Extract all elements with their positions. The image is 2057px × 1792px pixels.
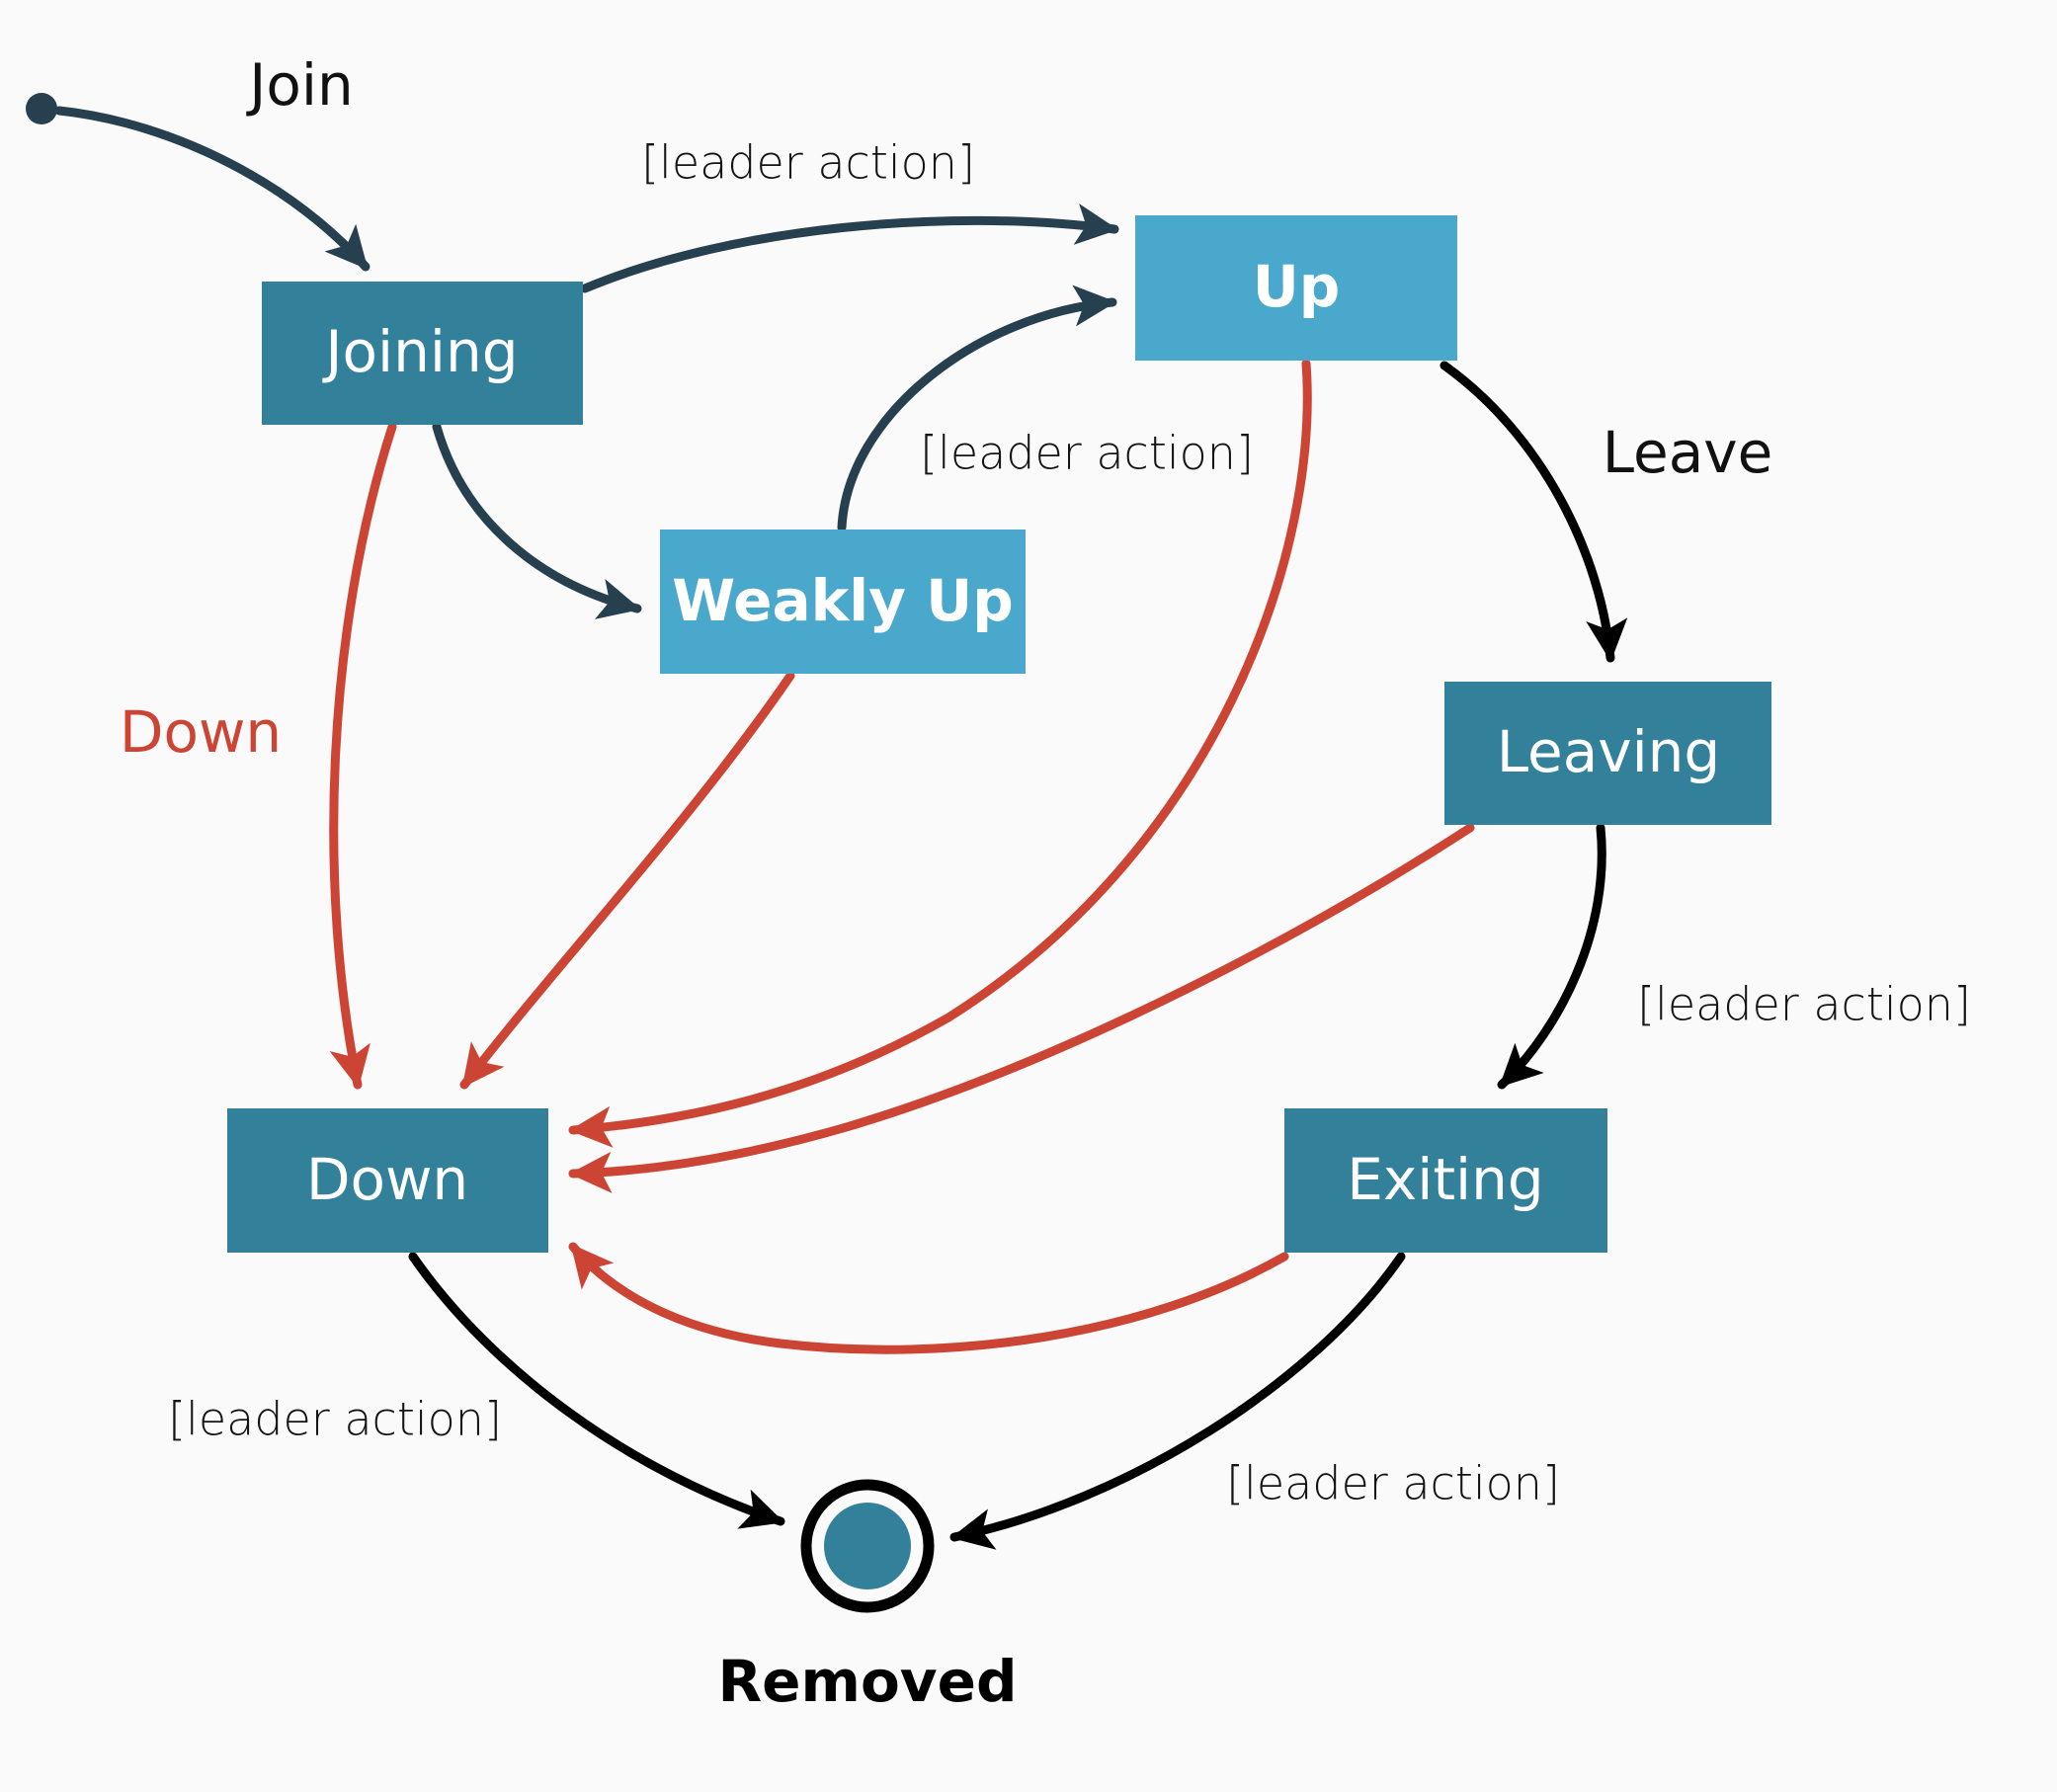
edge-label-leave: Leave	[1603, 419, 1773, 486]
state-label-exiting: Exiting	[1347, 1146, 1544, 1213]
edge-weakly-up-to-up[interactable]	[837, 285, 1117, 532]
state-label-leaving: Leaving	[1497, 718, 1721, 785]
state-exiting[interactable]: Exiting	[1284, 1108, 1607, 1253]
edge-down-to-removed[interactable]	[408, 1252, 785, 1529]
edge-initial-to-joining[interactable]	[54, 106, 370, 272]
state-box-joining[interactable]	[262, 282, 583, 425]
state-joining[interactable]: Joining	[262, 282, 583, 425]
edge-label-leader-down-removed: [leader action]	[168, 1393, 502, 1446]
edges-layer	[54, 106, 1628, 1550]
edge-joining-to-up[interactable]	[580, 204, 1119, 293]
state-up[interactable]: Up	[1135, 215, 1457, 361]
edge-exiting-to-removed[interactable]	[949, 1252, 1406, 1550]
edge-up-to-down[interactable]	[568, 359, 1312, 1148]
initial-state-dot[interactable]	[26, 93, 57, 124]
edge-label-leader-weakly-up: [leader action]	[920, 427, 1254, 480]
state-box-up[interactable]	[1135, 215, 1457, 361]
state-box-weakly-up[interactable]	[660, 529, 1026, 674]
edge-label-leader-leaving: [leader action]	[1637, 978, 1971, 1031]
edge-leaving-to-exiting[interactable]	[1497, 823, 1606, 1090]
state-leaving[interactable]: Leaving	[1444, 682, 1771, 825]
edge-label-leader-exiting-removed: [leader action]	[1226, 1457, 1560, 1510]
edge-weakly-up-to-down[interactable]	[459, 671, 795, 1090]
edge-joining-to-weakly-up[interactable]	[432, 422, 642, 619]
state-label-joining: Joining	[322, 318, 518, 385]
state-box-leaving[interactable]	[1444, 682, 1771, 825]
edge-leaving-to-down[interactable]	[568, 823, 1475, 1193]
edge-up-to-leaving[interactable]	[1440, 361, 1628, 663]
final-state-label: Removed	[718, 1648, 1018, 1715]
edge-exiting-to-down[interactable]	[568, 1242, 1289, 1354]
edge-label-join: Join	[246, 51, 353, 119]
final-state-removed[interactable]: Removed	[718, 1479, 1018, 1715]
state-down[interactable]: Down	[227, 1108, 548, 1253]
edge-label-leader-join-up: [leader action]	[641, 136, 975, 190]
state-label-weakly-up: Weakly Up	[672, 567, 1013, 634]
state-box-exiting[interactable]	[1284, 1108, 1607, 1253]
state-label-up: Up	[1253, 253, 1341, 320]
edge-label-down: Down	[120, 698, 282, 766]
final-state-inner-disc	[824, 1503, 911, 1589]
edge-joining-to-down[interactable]	[329, 422, 397, 1090]
state-box-down[interactable]	[227, 1108, 548, 1253]
state-label-down: Down	[306, 1146, 468, 1213]
state-weakly-up[interactable]: Weakly Up	[660, 529, 1026, 674]
